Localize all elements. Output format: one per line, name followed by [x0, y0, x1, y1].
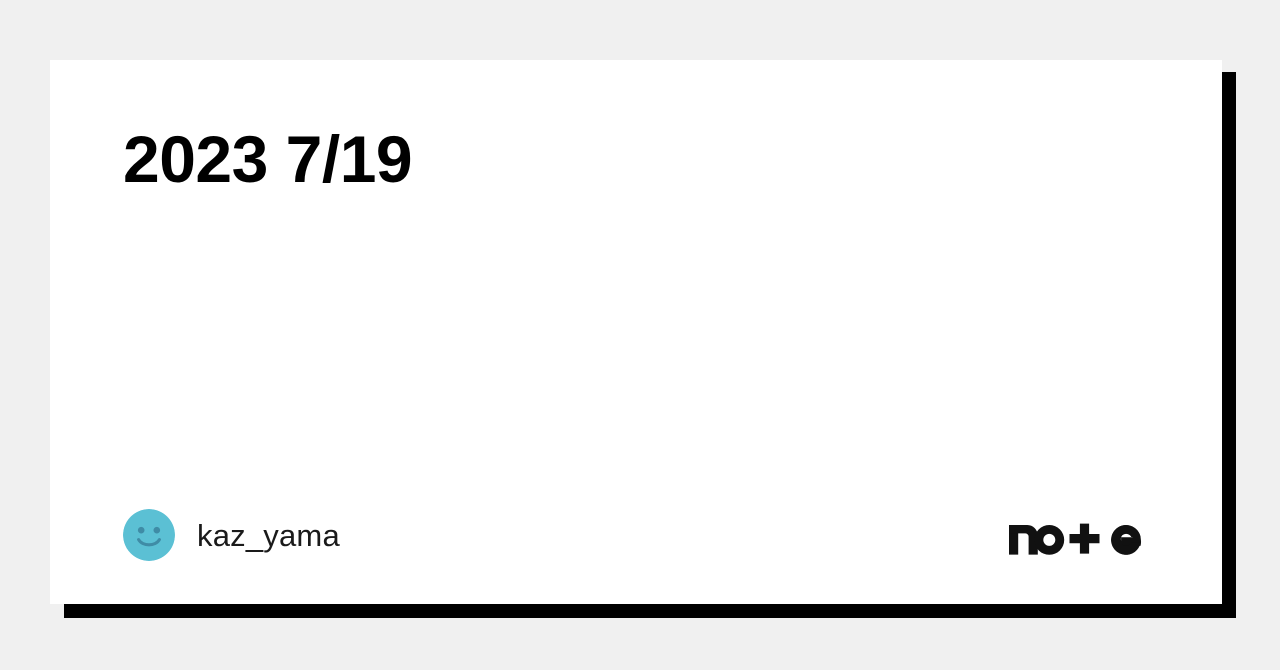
author-name: kaz_yama	[197, 517, 340, 553]
note-wordmark-logo	[1009, 523, 1142, 555]
page-title: 2023 7/19	[123, 122, 413, 196]
card-shadow-right	[1222, 72, 1236, 618]
card-footer: kaz_yama	[50, 505, 1222, 565]
brand-logo[interactable]	[1009, 515, 1172, 555]
article-share-card: 2023 7/19 kaz_yama	[50, 60, 1222, 604]
avatar	[123, 509, 175, 561]
card-shadow-bottom	[64, 604, 1236, 618]
author-block[interactable]: kaz_yama	[123, 509, 340, 561]
